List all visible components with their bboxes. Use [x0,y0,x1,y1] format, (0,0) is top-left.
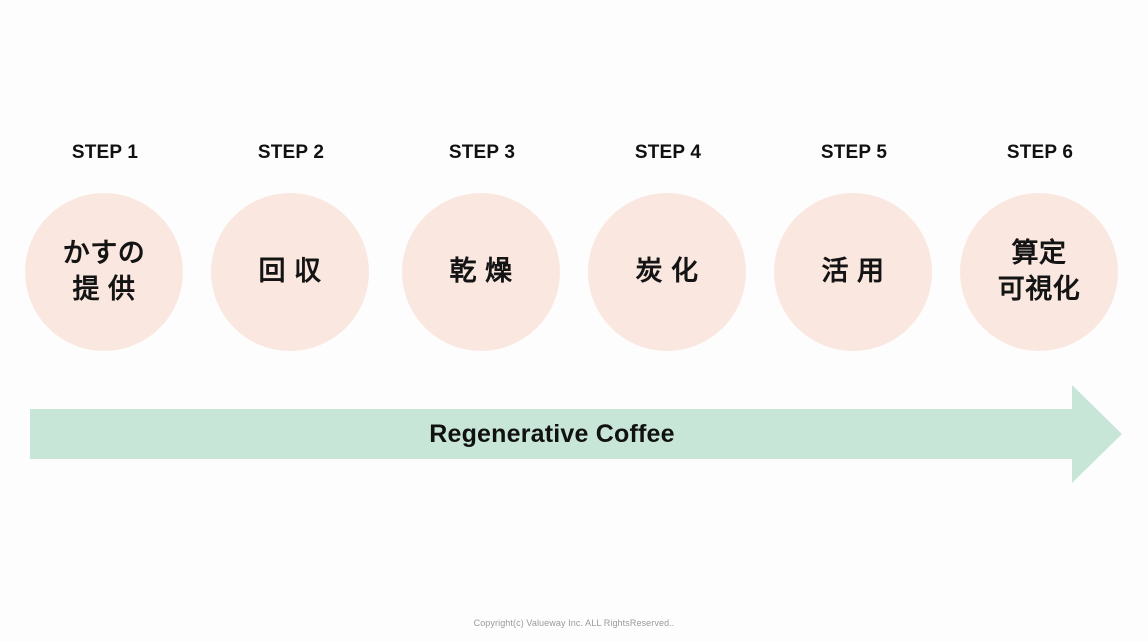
step-circle-text-1: かすの 提 供 [62,238,146,304]
step-column-1: STEP 1 かすの 提 供 [25,142,185,351]
step-circle-text-4: 炭 化 [635,256,699,287]
step-column-4: STEP 4 炭 化 [588,142,748,351]
arrow-banner-label: Regenerative Coffee [429,419,675,448]
step-column-5: STEP 5 活 用 [774,142,934,351]
step-circle-text-2: 回 収 [258,256,322,287]
step-circle-5[interactable]: 活 用 [774,193,932,351]
step-label-4: STEP 4 [634,142,702,163]
step-label-1: STEP 1 [71,142,139,163]
step-label-6: STEP 6 [1006,142,1074,163]
footer-copyright: Copyright(c) Valueway Inc. ALL RightsRes… [473,618,675,628]
process-arrow-banner: Regenerative Coffee [30,385,1122,483]
step-circle-text-5: 活 用 [821,256,885,287]
step-column-3: STEP 3 乾 燥 [402,142,562,351]
step-label-5: STEP 5 [820,142,888,163]
right-arrow-icon [30,385,1122,483]
step-circle-3[interactable]: 乾 燥 [402,193,560,351]
step-circle-4[interactable]: 炭 化 [588,193,746,351]
step-label-3: STEP 3 [448,142,516,163]
step-column-6: STEP 6 算定 可視化 [960,142,1120,351]
step-circle-6[interactable]: 算定 可視化 [960,193,1118,351]
step-circle-text-3: 乾 燥 [449,256,513,287]
step-circle-text-6: 算定 可視化 [997,238,1081,304]
step-column-2: STEP 2 回 収 [211,142,371,351]
step-circle-2[interactable]: 回 収 [211,193,369,351]
step-circle-1[interactable]: かすの 提 供 [25,193,183,351]
step-label-2: STEP 2 [257,142,325,163]
